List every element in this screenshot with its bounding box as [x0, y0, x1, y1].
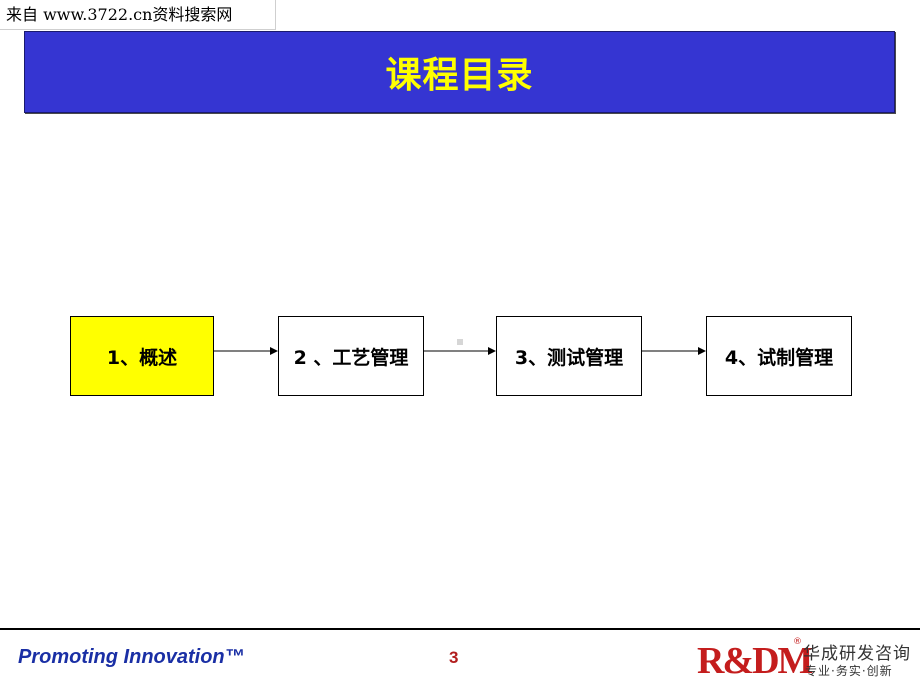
registered-mark: ® — [793, 637, 802, 647]
step-4-trial-production-management: 4、试制管理 — [706, 316, 852, 396]
title-banner: 课程目录 — [24, 31, 895, 113]
step-1-overview: 1、概述 — [70, 316, 214, 396]
logo-motto: 专业·务实·创新 — [805, 664, 893, 678]
company-logo: R&DM ® 华成研发咨询 专业·务实·创新 — [697, 637, 912, 683]
logo-mark: R&DM — [697, 640, 813, 682]
logo-company-name: 华成研发咨询 — [803, 644, 911, 664]
footer-slogan: Promoting Innovation™ — [18, 646, 245, 668]
source-watermark: 来自 www.3722.cn资料搜索网 — [0, 0, 276, 30]
decorative-dot — [457, 339, 463, 345]
step-3-test-management: 3、测试管理 — [496, 316, 642, 396]
step-2-process-management: 2 、工艺管理 — [278, 316, 424, 396]
footer-divider — [0, 628, 920, 630]
slide-title: 课程目录 — [385, 55, 534, 96]
page-number: 3 — [449, 648, 459, 667]
